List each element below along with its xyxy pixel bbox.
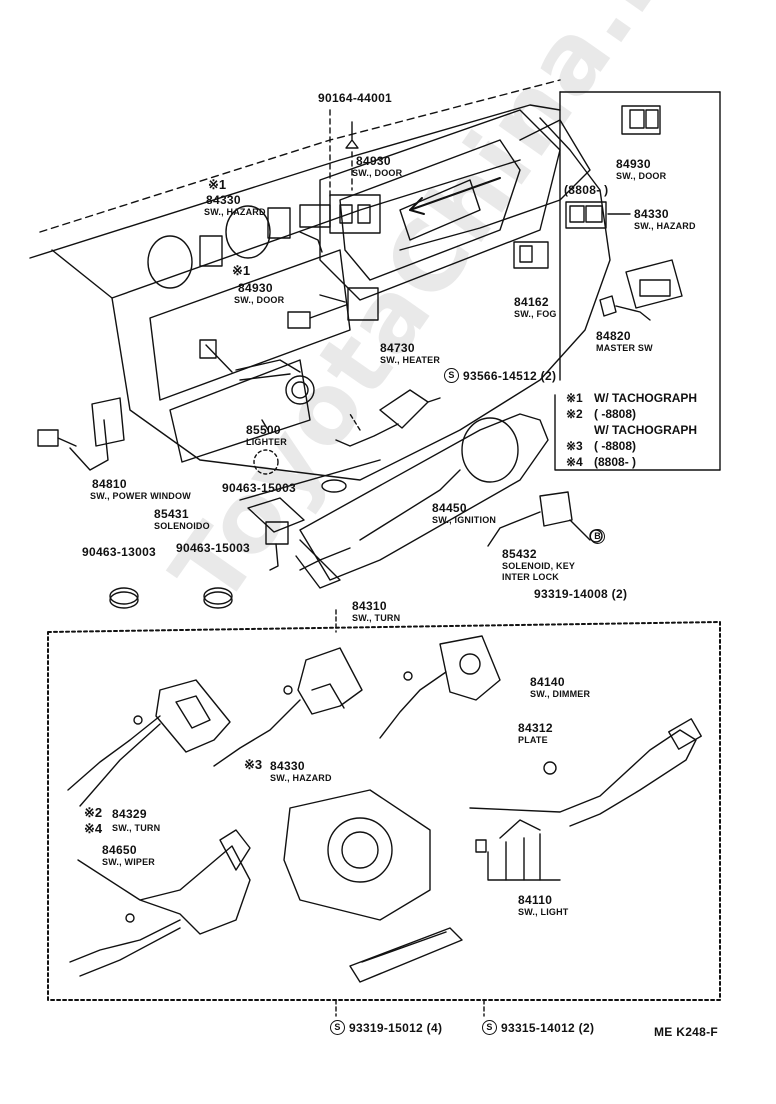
- part-84329-number: 84329: [112, 807, 147, 821]
- mark-1-mid: ※1: [232, 263, 251, 278]
- part-85431-number: 85431: [154, 507, 189, 521]
- part-84140-desc: SW., DIMMER: [530, 689, 591, 699]
- part-93315-14012-number: 93315-14012 (2): [501, 1020, 595, 1035]
- mark-1-top: ※1: [208, 177, 227, 192]
- part-84650-number: 84650: [102, 843, 137, 857]
- part-84930-right-range: (8808- ): [564, 183, 609, 197]
- s-symbol-icon: S: [330, 1020, 345, 1035]
- part-85432-desc2: INTER LOCK: [502, 572, 559, 582]
- part-90463-15003a-number: 90463-15003: [222, 481, 297, 495]
- part-84450-desc: SW., IGNITION: [432, 515, 497, 525]
- part-85500-number: 85500: [246, 423, 281, 437]
- part-85500-desc: LIGHTER: [246, 437, 287, 447]
- part-84730-number: 84730: [380, 341, 415, 355]
- part-90164-number: 90164-44001: [318, 91, 393, 105]
- part-84330-left-desc: SW., HAZARD: [204, 207, 266, 217]
- part-84162-desc: SW., FOG: [514, 309, 557, 319]
- legend-1-text: W/ TACHOGRAPH: [594, 391, 698, 405]
- part-84730-desc: SW., HEATER: [380, 355, 441, 365]
- part-84930-right-number: 84930: [616, 157, 651, 171]
- legend-4-mark: ※3: [566, 439, 583, 453]
- part-84140-number: 84140: [530, 675, 565, 689]
- part-84162-number: 84162: [514, 295, 549, 309]
- part-84930-top-desc: SW., DOOR: [352, 168, 403, 178]
- part-84330-turn-number: 84330: [270, 759, 305, 773]
- diagram-code: ME K248-F: [654, 1025, 719, 1039]
- legend-3-text: W/ TACHOGRAPH: [594, 423, 698, 437]
- part-84650-desc: SW., WIPER: [102, 857, 156, 867]
- part-84330-left-number: 84330: [206, 193, 241, 207]
- b-reference: B: [590, 529, 609, 545]
- part-93566: S 93566-14512 (2): [444, 368, 556, 383]
- legend-5-mark: ※4: [566, 455, 583, 469]
- part-85432-desc1: SOLENOID, KEY: [502, 561, 576, 571]
- part-84310-number: 84310: [352, 599, 387, 613]
- b-symbol-icon: B: [590, 529, 605, 545]
- dashboard-outline: [29, 79, 721, 501]
- legend-1-mark: ※1: [566, 391, 583, 405]
- legend-5-text: (8808- ): [594, 455, 637, 469]
- legend-4-text: ( -8808): [594, 439, 637, 453]
- part-90463-13003-number: 90463-13003: [82, 545, 157, 559]
- legend-2-mark: ※2: [566, 407, 583, 421]
- part-93566-number: 93566-14512 (2): [463, 368, 557, 383]
- part-84329-desc: SW., TURN: [112, 823, 161, 833]
- legend-2-text: ( -8808): [594, 407, 637, 421]
- part-84330-right-desc: SW., HAZARD: [634, 221, 696, 231]
- part-84330-right-number: 84330: [634, 207, 669, 221]
- part-84330-turn-mark: ※3: [244, 757, 263, 772]
- part-93319-15012-number: 93319-15012 (4): [349, 1020, 443, 1035]
- part-84110-number: 84110: [518, 893, 553, 907]
- part-93315-14012: S 93315-14012 (2): [482, 1020, 594, 1035]
- part-84329-mark-2: ※2: [84, 805, 103, 820]
- part-84820-desc: MASTER SW: [596, 343, 653, 353]
- part-93319-14008-number: 93319-14008 (2): [534, 587, 628, 601]
- part-84310-desc: SW., TURN: [352, 613, 401, 623]
- part-90463-15003b-number: 90463-15003: [176, 541, 251, 555]
- part-84312-desc: PLATE: [518, 735, 548, 745]
- part-84110-desc: SW., LIGHT: [518, 907, 569, 917]
- part-84930-right-desc: SW., DOOR: [616, 171, 667, 181]
- part-84329-mark-4: ※4: [84, 821, 103, 836]
- part-84330-turn-desc: SW., HAZARD: [270, 773, 332, 783]
- part-84450-number: 84450: [432, 501, 467, 515]
- part-84930-top-number: 84930: [356, 154, 391, 168]
- part-84810-desc: SW., POWER WINDOW: [90, 491, 191, 501]
- part-84312-number: 84312: [518, 721, 553, 735]
- s-symbol-icon: S: [482, 1020, 497, 1035]
- part-85432-number: 85432: [502, 547, 537, 561]
- part-84820-number: 84820: [596, 329, 631, 343]
- part-93319-15012: S 93319-15012 (4): [330, 1020, 442, 1035]
- part-84930-mid-number: 84930: [238, 281, 273, 295]
- s-symbol-icon: S: [444, 368, 459, 383]
- part-84930-mid-desc: SW., DOOR: [234, 295, 285, 305]
- part-85431-desc: SOLENOIDO: [154, 521, 210, 531]
- part-84810-number: 84810: [92, 477, 127, 491]
